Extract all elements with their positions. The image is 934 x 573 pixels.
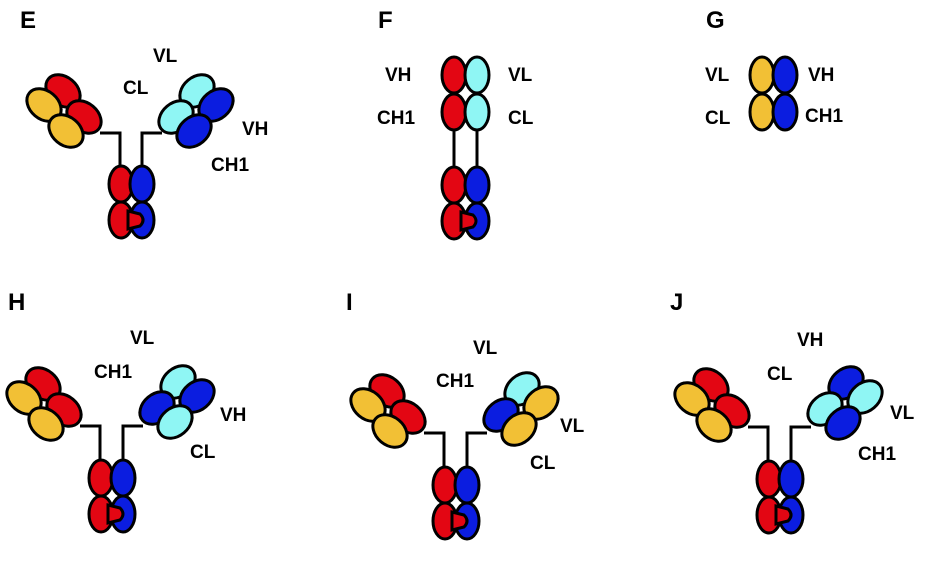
panel-h: H VL CH1 VH CL [5,289,246,534]
label-vh: VH [220,405,246,426]
vl-domain [748,55,776,95]
fc-ch2-blue-domain [777,459,805,499]
vl-domain [463,55,491,95]
fc-ch2-red-domain [755,459,783,499]
label-vh: VH [242,119,268,140]
label-cl: CL [123,78,149,99]
panel-letter-g: G [706,7,725,34]
label-cl: CL [530,453,556,474]
label-ch1: CH1 [94,362,132,383]
right-hinge [465,431,487,467]
left-hinge [748,425,770,461]
knob-protrusion [126,209,145,231]
panel-j: J VH CL VL CH1 [670,289,915,535]
label-vh: VH [385,65,411,86]
left-fab-cl-domain [695,407,733,443]
left-fab-cl-domain [27,406,65,442]
left-fab-cl-domain [371,413,409,449]
label-vl: VL [130,328,155,349]
label-vh: VH [797,330,823,351]
right-hinge [140,131,162,167]
label-cl: CL [705,108,731,129]
label-vl: VL [890,403,915,424]
knob-protrusion [774,504,793,526]
right-fab-ch1-domain [824,405,862,441]
left-fab-cl-domain [47,113,85,149]
left-hinge [80,424,102,460]
panel-i: I VL CH1 VL CL [346,289,585,541]
left-hinge [100,131,122,167]
panel-g: G VL CL VH CH1 [705,7,843,132]
label-cl: CL [190,442,216,463]
panel-letter-i: I [346,289,353,316]
cl-domain [748,92,776,132]
fc-ch2-blue-domain [453,465,481,505]
label-ch1: CH1 [805,106,843,127]
right-hinge [121,424,143,460]
panel-letter-f: F [378,7,393,34]
right-fab-cl-domain [500,411,538,447]
ch1-domain [771,92,799,132]
label-vl: VL [705,65,730,86]
knob-protrusion [106,503,125,525]
ch1-domain [440,92,468,132]
label-cl: CL [767,364,793,385]
knob-protrusion [459,210,478,232]
knob-protrusion [450,510,469,532]
label-ch1: CH1 [858,444,896,465]
panel-letter-e: E [20,7,36,34]
label-ch1: CH1 [211,155,249,176]
fc-ch2-blue-domain [128,164,156,204]
fc-ch2-red-domain [87,458,115,498]
label-vh: VH [808,65,834,86]
fc-ch2-blue-domain [463,165,491,205]
right-hinge [789,425,811,461]
panel-letter-j: J [670,289,683,316]
right-fab-cl-domain [156,404,194,440]
label-vl: VL [473,338,498,359]
vh-domain [771,55,799,95]
cl-domain [463,92,491,132]
panel-e: E VL CL VH CH1 [20,7,268,240]
label-ch1: CH1 [377,108,415,129]
panel-letter-h: H [8,289,25,316]
label-vl: VL [508,65,533,86]
right-fab-ch1-domain [175,113,213,149]
label-ch1: CH1 [436,371,474,392]
vh-domain [440,55,468,95]
left-hinge [424,431,446,467]
label-cl: CL [508,108,534,129]
fc-ch2-blue-domain [109,458,137,498]
label-vl: VL [153,46,178,67]
fc-ch2-red-domain [431,465,459,505]
fc-ch2-red-domain [440,165,468,205]
label-vl-right: VL [560,416,585,437]
panel-f: F VH CH1 VL CL [377,7,534,241]
